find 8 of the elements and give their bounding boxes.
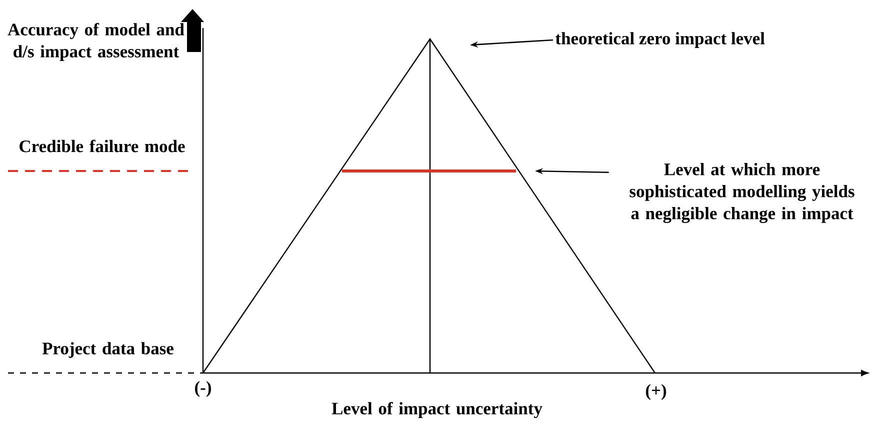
- axis-title: Level of impact uncertainty: [332, 402, 542, 418]
- tick-label: (+): [646, 384, 666, 400]
- level-label: Project data base: [42, 342, 174, 358]
- annotation-text: theoretical zero impact level: [556, 32, 765, 48]
- annotation-text: Level at which more sophisticated modelling yields a negligible change in impact: [630, 163, 854, 223]
- tick-label: (-): [195, 381, 211, 397]
- level-label: Credible failure mode: [20, 140, 185, 152]
- axis-title: Accuracy of model and d/s impact assessment: [8, 22, 184, 62]
